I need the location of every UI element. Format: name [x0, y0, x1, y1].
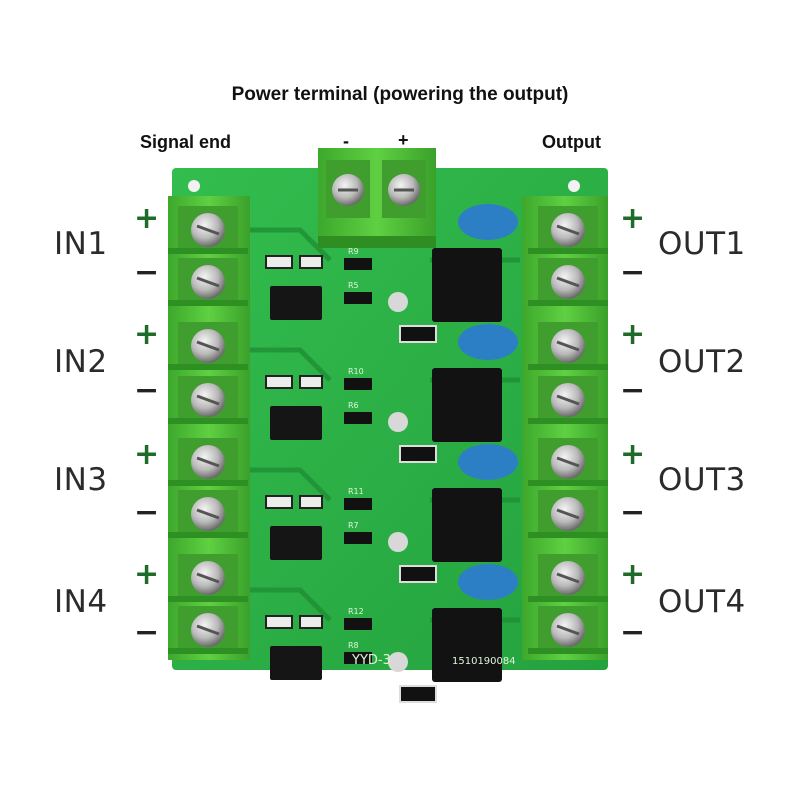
out4-label: OUT4: [658, 584, 746, 620]
board-serial-silk: 1510190084: [452, 656, 516, 667]
in3-label: IN3: [54, 462, 108, 498]
diode: [399, 325, 437, 343]
capacitor: [458, 324, 518, 360]
in4-plus-sign: +: [134, 557, 160, 592]
smd-part: [265, 375, 293, 389]
mosfet-chip: [432, 368, 502, 442]
out1-plus-sign: +: [620, 201, 646, 236]
in1-plus-sign: +: [134, 201, 160, 236]
power-terminal-title: Power terminal (powering the output): [231, 84, 569, 105]
power-terminal: [318, 148, 436, 248]
out3-plus-sign: +: [620, 437, 646, 472]
in4-label: IN4: [54, 584, 108, 620]
diode: [399, 445, 437, 463]
diode: [399, 685, 437, 703]
out1-label: OUT1: [658, 226, 746, 262]
out4-plus-sign: +: [620, 557, 646, 592]
resistor-label: R12: [348, 607, 364, 616]
resistor: [344, 258, 372, 270]
power-plus-label: +: [398, 130, 409, 150]
resistor-label: R5: [348, 281, 359, 290]
resistor-label: R7: [348, 521, 359, 530]
capacitor: [458, 204, 518, 240]
output-label: Output: [542, 132, 601, 152]
in1-label: IN1: [54, 226, 108, 262]
mount-hole: [188, 180, 200, 192]
signal-end-label: Signal end: [140, 132, 232, 152]
smd-part: [299, 495, 323, 509]
power-minus-label: -: [343, 131, 349, 151]
led: [388, 652, 408, 672]
smd-part: [299, 375, 323, 389]
resistor: [344, 292, 372, 304]
out4-minus-sign: −: [620, 615, 646, 650]
optocoupler-chip: [270, 526, 322, 560]
smd-part: [265, 495, 293, 509]
led: [388, 292, 408, 312]
mosfet-chip: [432, 608, 502, 682]
mount-hole: [568, 180, 580, 192]
in2-plus-sign: +: [134, 317, 160, 352]
in4-minus-sign: −: [134, 615, 160, 650]
out3-minus-sign: −: [620, 495, 646, 530]
in2-label: IN2: [54, 344, 108, 380]
resistor: [344, 378, 372, 390]
resistor: [344, 498, 372, 510]
resistor-label: R6: [348, 401, 359, 410]
mosfet-chip: [432, 488, 502, 562]
capacitor: [458, 564, 518, 600]
resistor: [344, 618, 372, 630]
resistor-label: R9: [348, 247, 359, 256]
optocoupler-chip: [270, 286, 322, 320]
resistor-label: R11: [348, 487, 364, 496]
optocoupler-chip: [270, 406, 322, 440]
led: [388, 412, 408, 432]
out2-plus-sign: +: [620, 317, 646, 352]
in3-plus-sign: +: [134, 437, 160, 472]
in2-minus-sign: −: [134, 373, 160, 408]
smd-part: [265, 255, 293, 269]
in1-minus-sign: −: [134, 255, 160, 290]
optocoupler-chip: [270, 646, 322, 680]
resistor: [344, 532, 372, 544]
board-model-silk: YYD-3: [351, 653, 391, 668]
resistor: [344, 652, 372, 664]
in3-minus-sign: −: [134, 495, 160, 530]
out1-minus-sign: −: [620, 255, 646, 290]
out3-label: OUT3: [658, 462, 746, 498]
smd-part: [299, 615, 323, 629]
resistor: [344, 412, 372, 424]
resistor-label: R10: [348, 367, 364, 376]
smd-part: [299, 255, 323, 269]
resistor-label: R8: [348, 641, 359, 650]
out2-label: OUT2: [658, 344, 746, 380]
diode: [399, 565, 437, 583]
capacitor: [458, 444, 518, 480]
led: [388, 532, 408, 552]
out2-minus-sign: −: [620, 373, 646, 408]
smd-part: [265, 615, 293, 629]
mosfet-chip: [432, 248, 502, 322]
